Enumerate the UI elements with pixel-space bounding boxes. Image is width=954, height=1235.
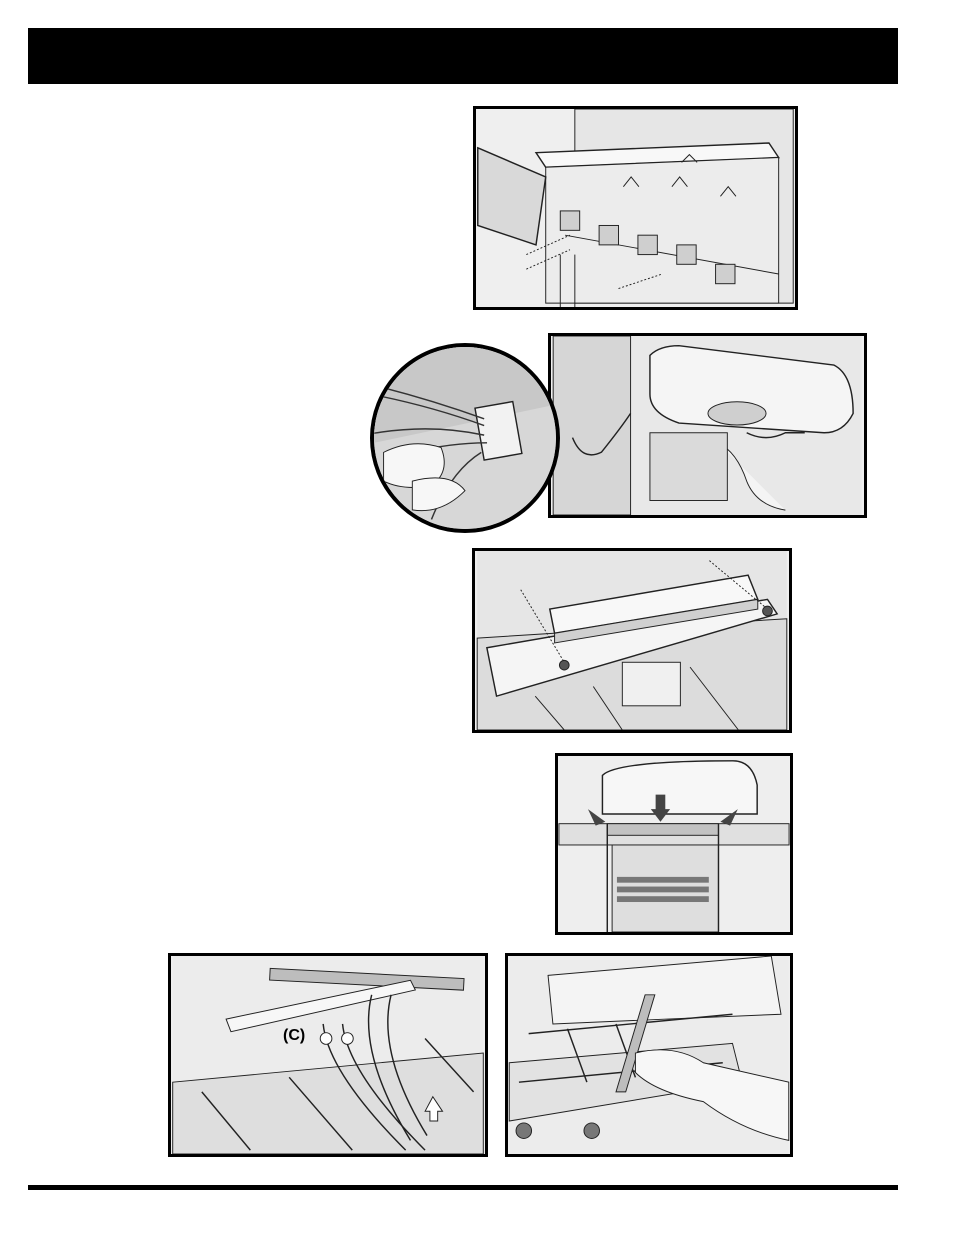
grill-front-arrows-diagram — [558, 756, 790, 932]
c-callout-label: (C) — [283, 1027, 305, 1045]
footer-rule — [28, 1185, 898, 1190]
control-panel-illustration — [473, 106, 798, 310]
igniter-connection-detail — [370, 343, 560, 533]
hand-connecting-wires-diagram — [374, 347, 556, 529]
igniter-wiring-illustration — [548, 333, 867, 518]
bracket-screws-diagram — [475, 551, 789, 730]
grill-control-valves-diagram — [476, 109, 795, 307]
hands-lifting-burner-diagram — [508, 956, 790, 1154]
header-bar — [28, 28, 898, 84]
heat-deflector-bracket-illustration — [472, 548, 792, 733]
crossover-tube-illustration — [168, 953, 488, 1157]
frame-front-view-illustration — [555, 753, 793, 935]
burner-tube-diagram — [171, 956, 485, 1154]
burner-removal-illustration — [505, 953, 793, 1157]
ignition-wire-diagram — [551, 336, 864, 515]
